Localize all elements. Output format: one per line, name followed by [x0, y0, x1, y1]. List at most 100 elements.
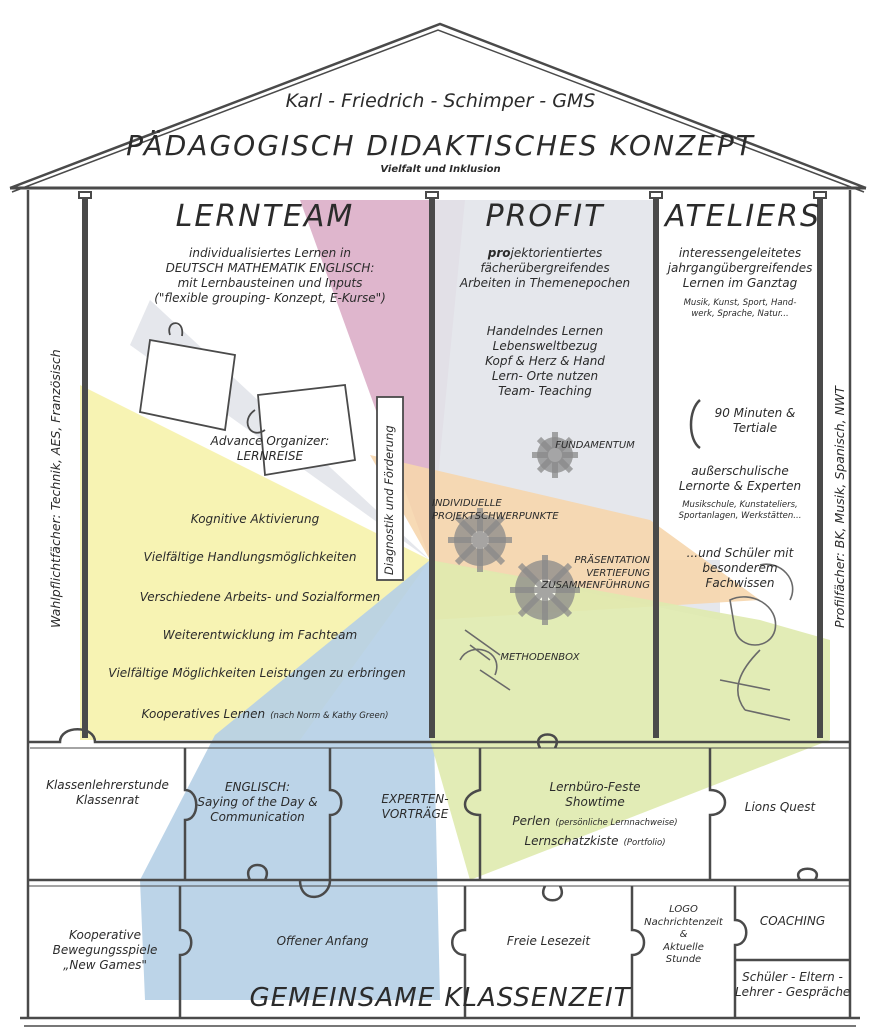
lernteam-item: Vielfältige Möglichkeiten Leistungen zu …: [108, 666, 406, 680]
methodenbox-label: METHODENBOX: [500, 652, 580, 663]
text-line: mit Lernbausteinen und Inputs: [177, 276, 363, 290]
gespraeche-piece: Schüler - Eltern - Lehrer - Gespräche: [735, 970, 850, 1000]
lernschatz-note: (Portfolio): [623, 838, 666, 848]
text-line: ZUSAMMENFÜHRUNG: [541, 580, 650, 591]
text-line: Schüler - Eltern -: [742, 970, 843, 984]
text-line: Fachwissen: [705, 576, 775, 590]
text-line: PRÄSENTATION: [574, 555, 650, 566]
logo-piece: LOGO Nachrichtenzeit & Aktuelle Stunde: [632, 904, 735, 967]
offener-anfang-piece: Offener Anfang: [276, 934, 369, 948]
profit-intro: projektorientiertes fächerübergreifendes…: [440, 246, 650, 291]
text-line: Kooperative: [69, 928, 141, 942]
ateliers-schueler: ...und Schüler mit besonderem Fachwissen: [660, 546, 820, 591]
kooperatives-label: Kooperatives Lernen: [141, 707, 266, 721]
green-sector: [430, 560, 830, 880]
text-line: ENGLISCH:: [224, 780, 291, 794]
text-line: Showtime: [565, 795, 625, 809]
perlen-label: Perlen: [512, 814, 551, 828]
kooperatives-lernen: Kooperatives Lernen (nach Norm & Kathy G…: [120, 703, 410, 723]
advance-organizer: Advance Organizer: LERNREISE: [190, 434, 350, 464]
schwerpunkte-label: INDIVIDUELLE PROJEKTSCHWERPUNKTE: [432, 498, 612, 523]
perlen-note: (persönliche Lernnachweise): [555, 818, 678, 828]
text-line: Nachrichtenzeit: [644, 916, 723, 928]
text-line: Klassenlehrerstunde: [46, 778, 169, 792]
text-line: Advance Organizer:: [210, 434, 330, 448]
puzzle-lines: [28, 728, 850, 1018]
klassenlehrer-piece: Klassenlehrerstunde Klassenrat: [30, 778, 185, 808]
ateliers-lernorte-sub: Musikschule, Kunstateliers, Sportanlagen…: [660, 500, 820, 521]
text-line: VERTIEFUNG: [586, 567, 650, 579]
lernbuero-piece: Lernbüro-Feste Showtime Perlen (persönli…: [480, 780, 710, 850]
text-line: Sportanlagen, Werkstätten...: [678, 510, 802, 521]
text-line: Musikschule, Kunstateliers,: [682, 500, 798, 510]
lernteam-item: Verschiedene Arbeits- und Sozialformen: [139, 590, 381, 604]
text-line: PROJEKTSCHWERPUNKTE: [432, 510, 559, 522]
text-line: Arbeiten in Themenepochen: [459, 276, 631, 290]
lesezeit-piece: Freie Lesezeit: [506, 934, 591, 948]
ateliers-intro: interessengeleitetes jahrgangübergreifen…: [660, 246, 820, 291]
text-line: Tertiale: [732, 421, 778, 435]
lernteam-item: Vielfältige Handlungsmöglichkeiten: [143, 550, 357, 564]
text-line: außerschulische: [691, 464, 789, 478]
text-line: LERNREISE: [236, 449, 304, 463]
text-line: Perlen (persönliche Lernnachweise): [480, 810, 710, 830]
text-line: &: [679, 929, 688, 940]
text-line: Team- Teaching: [498, 384, 592, 398]
text-line: Lernen im Ganztag: [682, 276, 798, 290]
diagnostik-label: Diagnostik und Förderung: [382, 425, 396, 575]
text-line: Saying of the Day &: [197, 795, 318, 809]
footer-title: GEMEINSAME KLASSENZEIT: [249, 983, 631, 1013]
text-line: VORTRÄGE: [381, 807, 449, 821]
text-line: fächerübergreifendes: [480, 261, 610, 275]
kooperatives-note: (nach Norm & Kathy Green): [270, 711, 389, 721]
profit-items: Handelndes Lernen Lebensweltbezug Kopf &…: [440, 324, 650, 399]
experten-piece: EXPERTEN- VORTRÄGE: [360, 792, 470, 822]
ateliers-lernorte: außerschulische Lernorte & Experten: [660, 464, 820, 494]
praesentation-label: PRÄSENTATION VERTIEFUNG ZUSAMMENFÜHRUNG: [490, 555, 650, 593]
text-line: werk, Sprache, Natur...: [691, 308, 789, 319]
text-line: „New Games": [63, 958, 147, 972]
ateliers-minuten: 90 Minuten & Tertiale: [700, 406, 810, 436]
text-line: 90 Minuten &: [714, 406, 796, 420]
pro-bold: pro: [487, 246, 511, 260]
concept-subtitle: Vielfalt und Inklusion: [380, 164, 501, 175]
text-line: Communication: [210, 810, 305, 824]
papers-icon: [138, 322, 357, 477]
pro-rest: jektorientiertes: [510, 246, 603, 260]
text-line: INDIVIDUELLE: [432, 498, 502, 509]
clock-icon: [689, 399, 701, 450]
text-line: Bewegungsspiele: [52, 943, 158, 957]
text-line: DEUTSCH MATHEMATIK ENGLISCH:: [165, 261, 375, 275]
text-line: ("flexible grouping- Konzept, E-Kurse"): [154, 291, 386, 305]
text-line: Klassenrat: [75, 793, 140, 807]
text-line: jahrgangübergreifendes: [667, 261, 813, 275]
lernteam-item: Kognitive Aktivierung: [190, 512, 320, 526]
text-line: Lernschatzkiste (Portfolio): [480, 830, 710, 850]
lernschatz-label: Lernschatzkiste: [524, 834, 619, 848]
fundamentum-label: FUNDAMENTUM: [555, 440, 635, 451]
profilfaecher-label: Profilfächer: BK, Musik, Spanisch, NWT: [832, 386, 847, 628]
text-line: LOGO: [669, 904, 698, 915]
gear-teeth: [448, 432, 580, 625]
lernteam-title: LERNTEAM: [175, 199, 355, 234]
text-line: Musik, Kunst, Sport, Hand-: [683, 298, 797, 308]
lernteam-intro: individualisiertes Lernen in DEUTSCH MAT…: [120, 246, 420, 306]
roof: [9, 22, 867, 193]
text-line: besonderem: [702, 561, 778, 575]
profit-title: PROFIT: [485, 199, 605, 234]
text-line: Stunde: [665, 954, 702, 965]
blue-sector: [140, 560, 440, 1000]
ateliers-subjects: Musik, Kunst, Sport, Hand- werk, Sprache…: [660, 298, 820, 319]
lions-quest-piece: Lions Quest: [744, 800, 816, 814]
text-line: interessengeleitetes: [678, 246, 802, 260]
tools-sketch-icon: [459, 563, 794, 721]
school-name: Karl - Friedrich - Schimper - GMS: [285, 90, 596, 112]
text-line: Lern- Orte nutzen: [491, 369, 599, 383]
ateliers-title: ATELIERS: [665, 199, 822, 234]
text-line: individualisiertes Lernen in: [189, 246, 351, 260]
text-line: Lernbüro-Feste: [549, 780, 641, 794]
coaching-piece: COACHING: [759, 914, 826, 928]
text-line: Handelndes Lernen: [486, 324, 604, 338]
pillars: [82, 195, 823, 738]
